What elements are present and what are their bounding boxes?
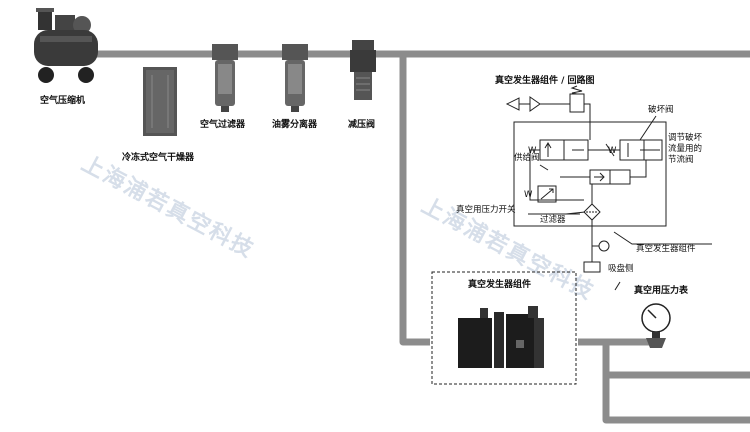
- throttle-label-1: 调节破坏: [668, 132, 703, 143]
- main-pipe: [97, 50, 750, 424]
- regulator-label: 减压阀: [348, 118, 375, 130]
- mist-separator-label: 油雾分离器: [272, 118, 318, 130]
- air-filter-label: 空气过滤器: [200, 118, 246, 130]
- filter-label: 过滤器: [540, 214, 566, 225]
- vacuum-switch-label: 真空用压力开关: [456, 204, 516, 215]
- ejector-unit-icon: [458, 306, 544, 368]
- circuit-title: 真空发生器组件 / 回路图: [495, 74, 595, 86]
- ejector-unit-box-label: 真空发生器组件: [468, 278, 531, 290]
- watermark-left: 上海浦若真空科技: [77, 150, 259, 263]
- ejector-unit-ref-label: 真空发生器组件: [636, 243, 696, 254]
- spring-icon: W: [528, 146, 537, 156]
- spring-icon: W: [608, 146, 617, 156]
- compressor-label: 空气压缩机: [40, 94, 85, 106]
- throttle-label-3: 节流阀: [668, 154, 694, 165]
- dryer-icon: [143, 67, 177, 136]
- throttle-label-2: 流量用的: [668, 143, 702, 154]
- air-compressor-icon: [34, 8, 98, 83]
- vacuum-gauge-icon: [641, 303, 671, 348]
- regulator-icon: [350, 40, 376, 100]
- suction-side-label: 吸盘侧: [608, 263, 634, 274]
- ejector-unit-box: [431, 271, 577, 385]
- spring-icon: W: [524, 190, 533, 200]
- mist-separator-icon: [282, 44, 308, 112]
- air-filter-icon: [212, 44, 238, 112]
- vacuum-gauge-label: 真空用压力表: [634, 284, 689, 296]
- break-valve-label: 破坏阀: [648, 104, 674, 115]
- dryer-label: 冷冻式空气干燥器: [122, 151, 195, 163]
- circuit-diagram: [505, 85, 712, 291]
- supply-valve-label: 供给阀: [514, 152, 540, 163]
